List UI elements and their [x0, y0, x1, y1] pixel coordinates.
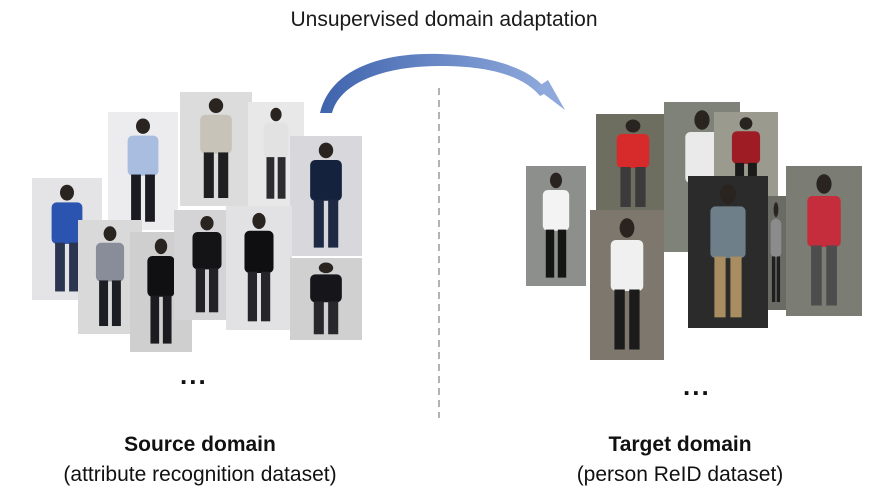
pedestrian-figure: [244, 212, 274, 322]
pedestrian-figure: [770, 202, 782, 303]
target-ellipsis: ...: [683, 371, 711, 401]
pedestrian-figure: [710, 184, 746, 318]
pedestrian-figure: [310, 142, 342, 248]
pedestrian-figure: [263, 107, 289, 199]
pedestrian-photo-grey-pants: [786, 166, 862, 316]
source-domain-description: (attribute recognition dataset): [63, 463, 337, 486]
pedestrian-photo-khaki-shorts: [688, 176, 768, 328]
target-domain-description: (person ReID dataset): [576, 463, 784, 486]
pedestrian-figure: [51, 184, 83, 292]
source-ellipsis: ...: [180, 360, 208, 390]
diagram-title: Unsupervised domain adaptation: [290, 8, 598, 31]
pedestrian-figure: [147, 238, 175, 344]
pedestrian-figure: [807, 174, 841, 306]
pedestrian-photo-grey-coat: [180, 92, 252, 206]
pedestrian-figure: [95, 226, 125, 327]
pedestrian-photo-red-backpack: [596, 114, 670, 214]
target-domain-caption: Target domain (person ReID dataset): [520, 430, 840, 490]
pedestrian-photo-black-coat: [290, 258, 362, 340]
pedestrian-figure: [616, 119, 650, 207]
pedestrian-photo-white-tee-walking: [764, 196, 788, 310]
pedestrian-figure: [310, 262, 342, 335]
source-domain-caption: Source domain (attribute recognition dat…: [20, 430, 380, 490]
pedestrian-figure: [200, 98, 232, 199]
pedestrian-photo-suit: [226, 206, 292, 330]
pedestrian-figure: [192, 216, 222, 313]
pedestrian-photo-navy-jacket: [290, 136, 362, 256]
pedestrian-photo-dark-pants: [108, 112, 178, 230]
pedestrian-figure: [542, 172, 570, 278]
arrow-body: [320, 53, 548, 113]
arrow-head: [536, 80, 565, 110]
source-domain-name: Source domain: [124, 433, 276, 456]
pedestrian-photo-red-bag: [590, 210, 664, 360]
target-domain-name: Target domain: [608, 433, 752, 456]
pedestrian-figure: [127, 118, 159, 222]
pedestrian-photo-white-tee: [526, 166, 586, 286]
pedestrian-figure: [610, 218, 644, 350]
